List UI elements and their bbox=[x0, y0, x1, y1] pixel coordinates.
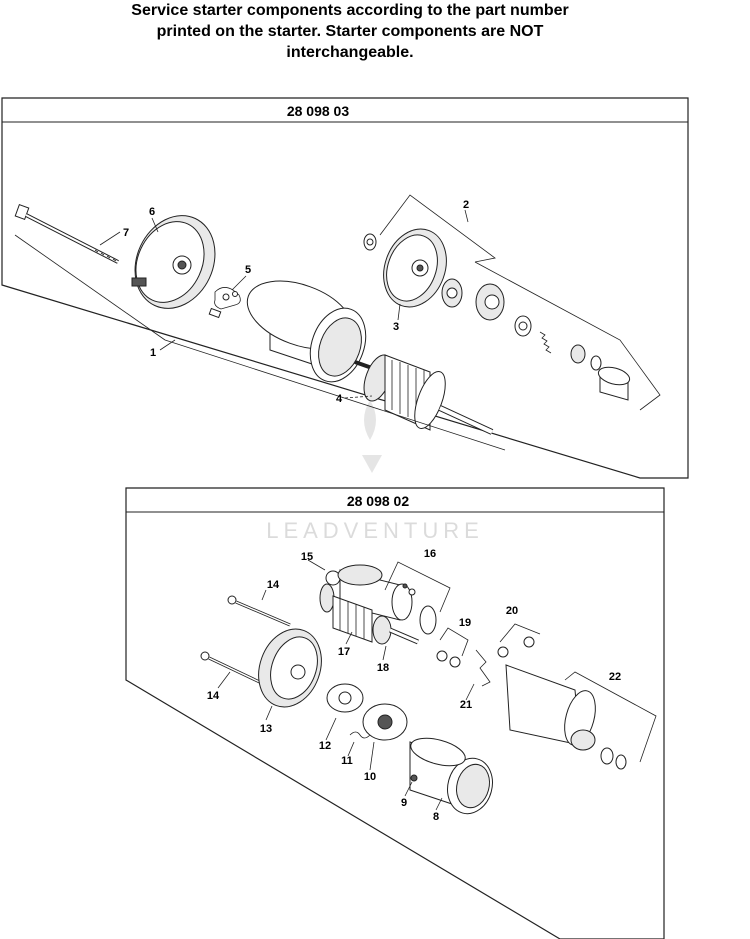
part-1-housing bbox=[246, 280, 367, 383]
notice-line-3: interchangeable. bbox=[286, 44, 414, 61]
part-12-brush-plate bbox=[326, 683, 364, 713]
label-11: 11 bbox=[341, 755, 353, 767]
panel-28-098-03: 28 098 03 bbox=[1, 97, 689, 479]
notice-line-1: Service starter components according to … bbox=[131, 2, 569, 19]
label-3: 3 bbox=[393, 321, 399, 333]
part-20-nuts bbox=[497, 636, 535, 658]
label-16: 16 bbox=[424, 548, 436, 560]
part-6-end-cap bbox=[131, 215, 216, 309]
part-9-screw bbox=[410, 774, 418, 782]
label-19: 19 bbox=[459, 617, 471, 629]
part-18-gear-shaft bbox=[372, 615, 419, 645]
label-2: 2 bbox=[463, 199, 469, 211]
leader-8 bbox=[435, 797, 443, 811]
label-18: 18 bbox=[377, 662, 389, 674]
leader-21 bbox=[465, 683, 475, 701]
panel-bottom-frame bbox=[125, 487, 665, 939]
leader-13 bbox=[265, 705, 273, 721]
part-17-armature bbox=[319, 583, 373, 643]
label-6: 6 bbox=[149, 206, 155, 218]
label-5: 5 bbox=[245, 264, 251, 276]
label-4: 4 bbox=[336, 393, 343, 405]
part-13-end-cover bbox=[258, 628, 322, 708]
part-14-bolt-upper bbox=[227, 595, 291, 627]
leader-2 bbox=[464, 209, 469, 223]
leader-15 bbox=[307, 559, 326, 571]
label-21: 21 bbox=[460, 699, 472, 711]
label-7: 7 bbox=[123, 227, 129, 239]
leader-3 bbox=[397, 303, 401, 321]
bracket-part-2-left bbox=[379, 194, 496, 263]
part-4-armature bbox=[354, 354, 494, 435]
bracket-part-1-extend bbox=[164, 339, 506, 451]
part-3-drive-housing bbox=[363, 228, 447, 308]
leader-7 bbox=[99, 231, 121, 246]
watermark-logo-icon bbox=[362, 400, 382, 473]
bracket-part-19 bbox=[439, 627, 469, 657]
panel-28-098-02: 28 098 02 bbox=[125, 487, 665, 939]
part-10-brush-holder bbox=[362, 703, 408, 741]
label-10: 10 bbox=[364, 771, 376, 783]
leader-14b bbox=[217, 671, 231, 689]
leader-6 bbox=[151, 217, 159, 233]
label-12: 12 bbox=[319, 740, 331, 752]
label-20: 20 bbox=[506, 605, 518, 617]
label-9: 9 bbox=[401, 797, 407, 809]
label-17: 17 bbox=[338, 646, 350, 658]
bracket-part-22 bbox=[564, 671, 657, 763]
part-8-yoke bbox=[409, 737, 493, 815]
label-13: 13 bbox=[260, 723, 272, 735]
part-5-brush-clip bbox=[208, 287, 241, 319]
part-19-washers bbox=[436, 650, 461, 668]
watermark-text: LEADVENTURE bbox=[266, 518, 484, 543]
bracket-part-16 bbox=[384, 561, 451, 613]
leader-18 bbox=[382, 645, 387, 661]
label-15: 15 bbox=[301, 551, 313, 563]
part-14-bolt-lower bbox=[200, 651, 269, 688]
part-22-drive-housing bbox=[505, 664, 627, 770]
watermark: LEADVENTURE bbox=[266, 400, 484, 543]
notice-header: Service starter components according to … bbox=[0, 0, 700, 63]
bracket-part-20 bbox=[499, 623, 541, 643]
leader-12 bbox=[325, 717, 337, 741]
label-14a: 14 bbox=[267, 579, 280, 591]
part-21-shift-lever bbox=[475, 649, 491, 687]
leader-9 bbox=[404, 781, 413, 797]
leader-10 bbox=[369, 741, 375, 771]
part-11-spring-clip bbox=[349, 731, 371, 739]
label-8: 8 bbox=[433, 811, 439, 823]
label-22: 22 bbox=[609, 671, 621, 683]
panel-top-frame bbox=[1, 97, 689, 479]
panel-bottom-title: 28 098 02 bbox=[347, 493, 409, 509]
leader-17 bbox=[345, 631, 353, 645]
notice-line-2: printed on the starter. Starter componen… bbox=[156, 23, 544, 40]
part-16-plunger bbox=[419, 605, 437, 635]
leader-4 bbox=[344, 395, 373, 399]
label-14b: 14 bbox=[207, 690, 220, 702]
leader-1 bbox=[159, 339, 176, 351]
leader-14a bbox=[261, 589, 267, 601]
part-2-drive-assembly bbox=[441, 278, 631, 401]
part-7-bolt bbox=[14, 204, 119, 264]
label-1: 1 bbox=[150, 347, 156, 359]
leader-5 bbox=[231, 275, 247, 291]
leader-11 bbox=[347, 741, 355, 757]
bracket-part-2-right bbox=[474, 261, 661, 411]
panel-top-title: 28 098 03 bbox=[287, 103, 349, 119]
bracket-part-1 bbox=[14, 234, 166, 341]
